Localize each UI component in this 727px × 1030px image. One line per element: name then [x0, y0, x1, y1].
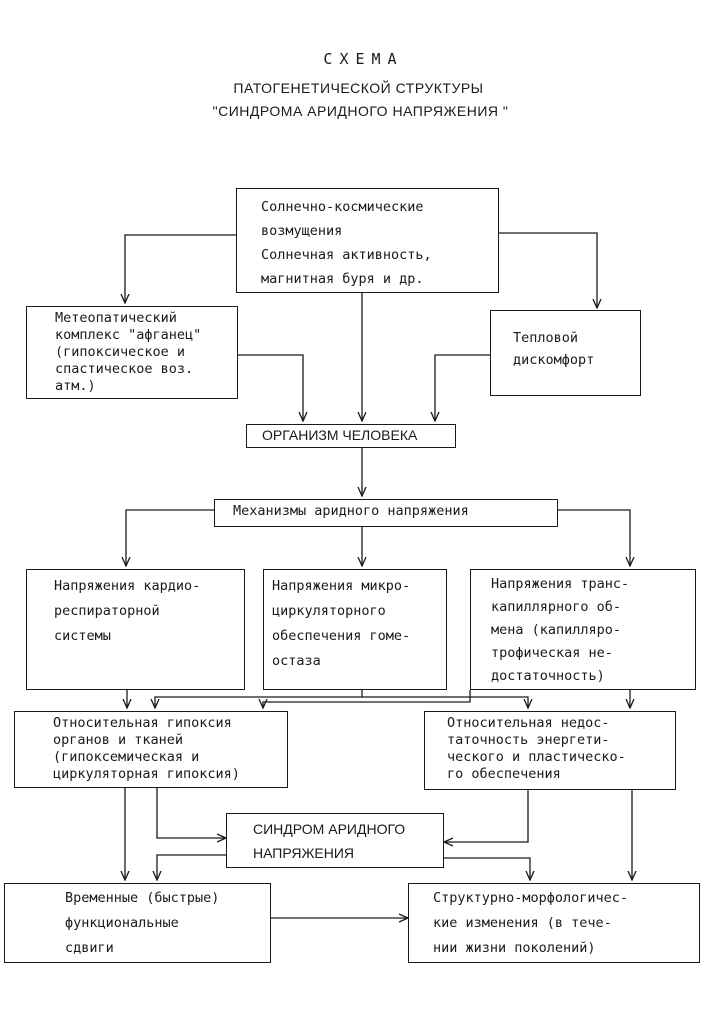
thermal-discomfort-box: Тепловой дискомфорт — [490, 310, 641, 396]
arid-stress-syndrome-box: СИНДРОМ АРИДНОГО НАПРЯЖЕНИЯ — [226, 813, 444, 868]
microcirculatory-stress-box: Напряжения микро- циркуляторного обеспеч… — [263, 569, 447, 690]
diagram-title: СХЕМА — [323, 50, 404, 68]
diagram-subtitle-2: "СИНДРОМА АРИДНОГО НАПРЯЖЕНИЯ " — [212, 103, 509, 119]
relative-hypoxia-box: Относительная гипоксия органов и тканей … — [14, 711, 288, 788]
solar-cosmic-disturbances-box: Солнечно-космические возмущения Солнечна… — [236, 188, 499, 293]
temporal-functional-shifts-box: Временные (быстрые) функциональные сдвиг… — [4, 883, 271, 963]
meteopathic-complex-box: Метеопатический комплекс "афганец" (гипо… — [26, 306, 238, 399]
energy-plastic-insufficiency-box: Относительная недос- таточность энергети… — [424, 711, 676, 790]
transcapillary-stress-box: Напряжения транс- капиллярного об- мена … — [470, 569, 696, 690]
arid-mechanisms-box: Механизмы аридного напряжения — [214, 499, 558, 527]
structural-morphological-changes-box: Структурно-морфологичес- кие изменения (… — [408, 883, 700, 963]
cardio-respiratory-stress-box: Напряжения кардио- респираторной системы — [26, 569, 245, 690]
diagram-subtitle: ПАТОГЕНЕТИЧЕСКОЙ СТРУКТУРЫ — [233, 80, 484, 96]
human-organism-box: ОРГАНИЗМ ЧЕЛОВЕКА — [246, 424, 456, 448]
